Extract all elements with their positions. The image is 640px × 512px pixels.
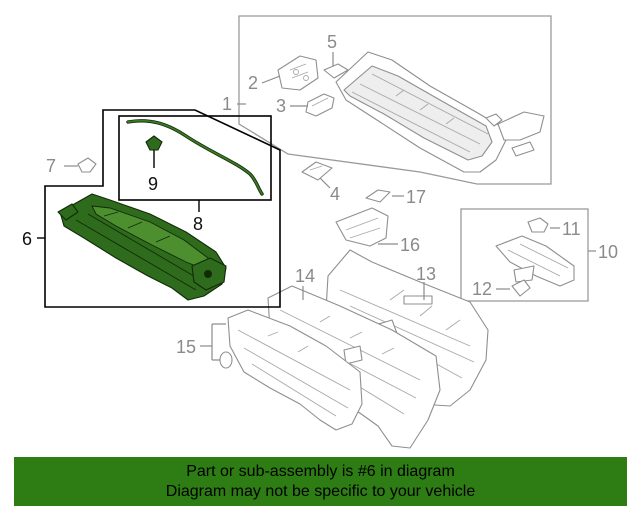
callout-15: 15 bbox=[176, 337, 196, 357]
callout-13: 13 bbox=[416, 264, 436, 284]
info-banner: Part or sub-assembly is #6 in diagram Di… bbox=[14, 457, 627, 506]
callout-17: 17 bbox=[406, 187, 426, 207]
callout-9: 9 bbox=[148, 174, 158, 194]
callout-10: 10 bbox=[598, 242, 618, 262]
clip-part-12 bbox=[511, 279, 531, 297]
cowl-panel-part-6-highlighted bbox=[57, 193, 227, 301]
clip-part-17 bbox=[365, 189, 391, 203]
callout-8: 8 bbox=[193, 214, 203, 234]
callout-16: 16 bbox=[400, 235, 420, 255]
group-box-10 bbox=[460, 208, 596, 302]
pad-part-4 bbox=[301, 161, 333, 181]
callout-14: 14 bbox=[295, 266, 315, 286]
clip-part-7 bbox=[77, 157, 97, 173]
callout-5: 5 bbox=[327, 32, 337, 52]
callout-12: 12 bbox=[472, 279, 492, 299]
callout-2: 2 bbox=[248, 73, 258, 93]
callout-6: 6 bbox=[22, 229, 32, 249]
seal-part-8 bbox=[126, 119, 264, 196]
callout-11: 11 bbox=[562, 219, 581, 239]
banner-line-1: Part or sub-assembly is #6 in diagram bbox=[186, 462, 455, 480]
bracket-part-2 bbox=[277, 55, 319, 91]
bolt-part-11 bbox=[527, 217, 549, 233]
callout-3: 3 bbox=[276, 96, 286, 116]
group-box-6 bbox=[37, 109, 281, 308]
leader-15 bbox=[200, 323, 226, 361]
bracket-part-3 bbox=[305, 93, 335, 117]
group-box-1 bbox=[237, 15, 552, 185]
bracket-part-10 bbox=[495, 235, 575, 287]
cowl-top-panel bbox=[335, 51, 545, 173]
callout-7: 7 bbox=[46, 156, 56, 176]
callout-1: 1 bbox=[222, 94, 232, 114]
banner-line-2: Diagram may not be specific to your vehi… bbox=[165, 482, 476, 500]
group-box-8 bbox=[118, 115, 272, 212]
clip-part-9 bbox=[145, 135, 163, 168]
parts-diagram: 1 2 3 5 4 17 16 11 10 12 bbox=[22, 15, 618, 449]
bracket-part-16 bbox=[335, 207, 389, 247]
callout-4: 4 bbox=[330, 184, 340, 204]
